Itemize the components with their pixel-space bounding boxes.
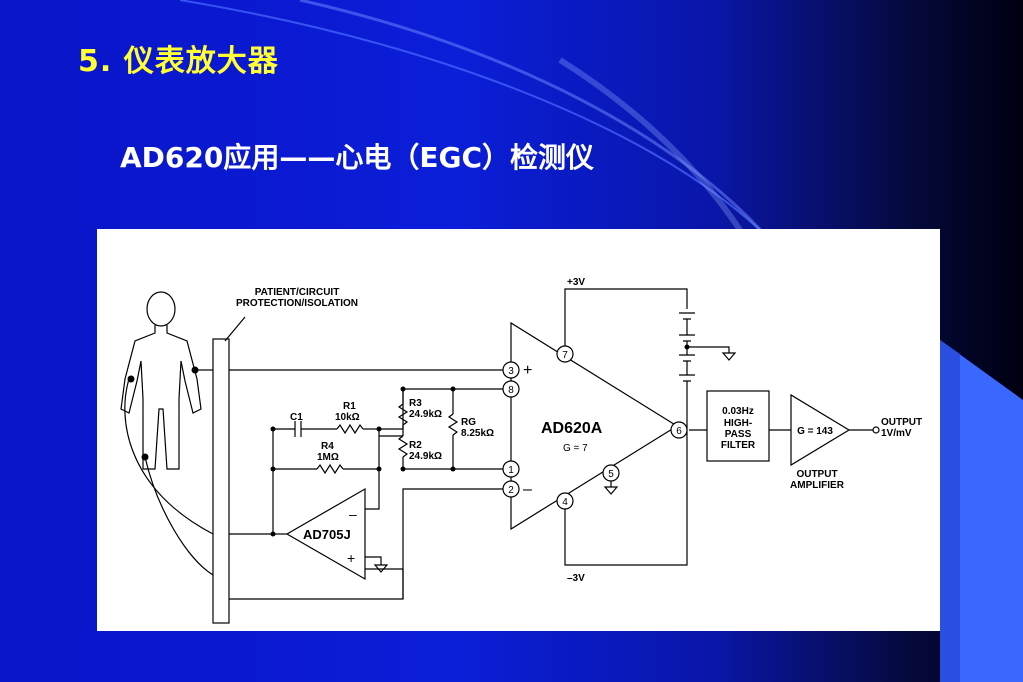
filter-line-2: HIGH- <box>724 418 752 429</box>
patient-figure <box>120 291 202 470</box>
outamp-label-1: OUTPUT <box>796 469 837 480</box>
r3-value: 24.9kΩ <box>409 409 442 420</box>
amp-gain: G = 7 <box>563 443 588 454</box>
opamp-plus: + <box>347 550 355 566</box>
r4-value: 1MΩ <box>317 452 339 463</box>
output-line-2: 1V/mV <box>881 428 912 439</box>
pin-5: 5 <box>608 469 614 480</box>
pin-1: 1 <box>508 465 514 476</box>
outamp-label-2: AMPLIFIER <box>790 480 845 491</box>
pin-6: 6 <box>676 426 682 437</box>
slide-subtitle: AD620应用——心电（EGC）检测仪 <box>120 141 595 174</box>
filter-line-3: PASS <box>725 429 752 440</box>
r1-value: 10kΩ <box>335 412 360 423</box>
corner-decoration <box>940 340 1023 682</box>
r1-name: R1 <box>343 401 356 412</box>
pin-2: 2 <box>508 485 514 496</box>
pin-8: 8 <box>508 385 514 396</box>
amp-name: AD620A <box>541 420 603 437</box>
high-pass-filter-block <box>706 390 770 462</box>
pin-4: 4 <box>562 497 568 508</box>
opamp-minus: – <box>349 506 357 522</box>
r2-value: 24.9kΩ <box>409 451 442 462</box>
ad705j-opamp <box>285 487 366 581</box>
supply-neg: –3V <box>567 573 585 584</box>
protection-label-1: PATIENT/CIRCUIT <box>255 287 340 298</box>
output-line-1: OUTPUT <box>881 417 922 428</box>
output-amplifier <box>790 393 851 467</box>
r2-name: R2 <box>409 440 422 451</box>
ecg-schematic: 3 8 1 2 7 4 5 6 PATIENT/CIRCUIT PROTECTI… <box>120 277 922 624</box>
amp-plus: + <box>523 362 532 379</box>
amp-minus: – <box>523 481 532 498</box>
protection-label-2: PROTECTION/ISOLATION <box>236 298 358 309</box>
filter-line-1: 0.03Hz <box>722 406 754 417</box>
pin-7: 7 <box>562 350 568 361</box>
schematic-panel: 3 8 1 2 7 4 5 6 PATIENT/CIRCUIT PROTECTI… <box>97 229 940 631</box>
rg-name: RG <box>461 417 476 428</box>
rg-value: 8.25kΩ <box>461 428 494 439</box>
opamp-name: AD705J <box>303 527 351 542</box>
filter-line-4: FILTER <box>721 440 756 451</box>
r3-name: R3 <box>409 398 422 409</box>
ad620a-amp <box>510 321 679 531</box>
supply-pos: +3V <box>567 277 585 288</box>
slide-title: 5. 仪表放大器 <box>78 44 279 79</box>
r4-name: R4 <box>321 441 334 452</box>
isolation-barrier <box>212 338 230 624</box>
c1-name: C1 <box>290 412 303 423</box>
outamp-gain: G = 143 <box>797 426 833 437</box>
pin-3: 3 <box>508 366 514 377</box>
